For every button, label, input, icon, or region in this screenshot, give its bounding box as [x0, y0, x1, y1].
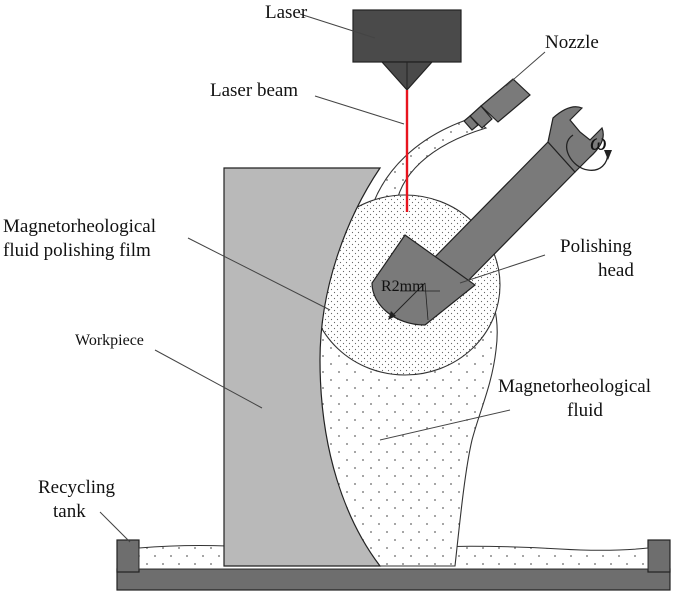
mr-film-label-line2: fluid polishing film: [3, 240, 151, 261]
nozzle-label: Nozzle: [545, 32, 599, 53]
recycling-tank-label-line1: Recycling: [38, 477, 116, 498]
leader-nozzle: [505, 51, 546, 87]
radius-label: R2mm: [381, 278, 425, 295]
laser-beam-label: Laser beam: [210, 80, 298, 101]
rotation-arrow-head-icon: [604, 150, 612, 160]
leader-laser: [299, 13, 376, 39]
workpiece-label: Workpiece: [75, 332, 144, 349]
workpiece: [223, 167, 382, 567]
laser-unit: [352, 9, 462, 91]
mr-film-label-line1: Magnetorheological: [3, 216, 156, 237]
leader-mr-fluid: [379, 409, 511, 441]
leader-mr-film: [187, 237, 331, 311]
polishing-head-label-line2: head: [598, 260, 634, 281]
nozzle: [463, 78, 531, 131]
rotation-arrow-icon: [566, 134, 609, 171]
recycling-tank-label-line2: tank: [53, 501, 86, 522]
mr-fluid-label-line2: fluid: [567, 400, 603, 421]
leader-laser-beam: [314, 95, 405, 125]
mr-fluid-label-line1: Magnetorheological: [498, 376, 651, 397]
leader-polishing-head: [459, 254, 546, 284]
omega-label: ω: [590, 130, 607, 156]
polishing-head-label-line1: Polishing: [560, 236, 632, 257]
polishing-head: [371, 106, 604, 326]
laser-label: Laser: [265, 2, 308, 23]
leader-workpiece: [154, 349, 263, 409]
leader-recycling-tank: [99, 511, 131, 543]
